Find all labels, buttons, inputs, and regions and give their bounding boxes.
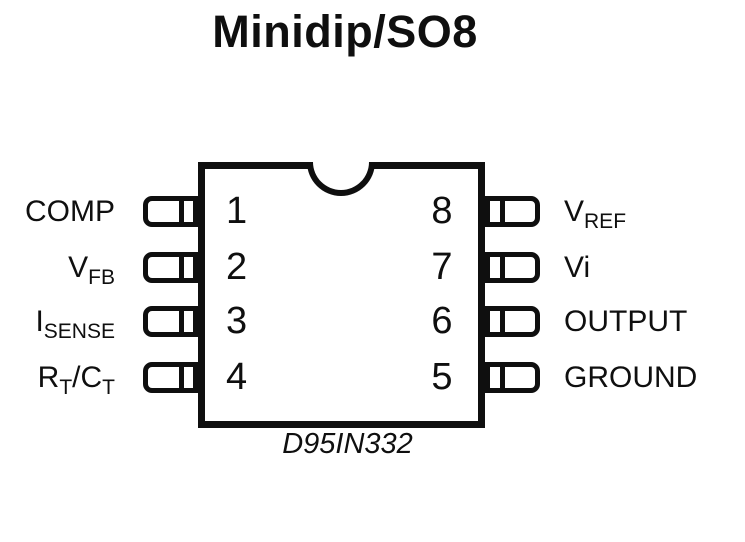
pin-lead-5 (485, 362, 540, 393)
pin-lead-8 (485, 196, 540, 227)
pin-divider (500, 201, 505, 222)
pin-number-7: 7 (431, 246, 453, 288)
figure-code: D95IN332 (282, 428, 413, 460)
pin-label-vi: Vi (564, 251, 591, 284)
pin-number-6: 6 (431, 300, 453, 342)
pin-number-8: 8 (431, 190, 453, 232)
pin-label-isense: ISENSE (35, 305, 115, 343)
pin-divider (500, 311, 505, 332)
pin-number-1: 1 (226, 190, 248, 232)
pin-divider (500, 367, 505, 388)
pin-lead-3 (143, 306, 198, 337)
pin-label-ground: GROUND (564, 361, 698, 394)
pin-label-comp: COMP (25, 195, 115, 228)
pin-label-output: OUTPUT (564, 305, 688, 338)
pin-lead-7 (485, 252, 540, 283)
pin-lead-6 (485, 306, 540, 337)
pin-label-vref: VREF (564, 195, 627, 233)
chip-body (198, 162, 485, 428)
pin-divider (179, 367, 184, 388)
pin-divider (179, 257, 184, 278)
pin-number-4: 4 (226, 356, 248, 398)
pin-lead-4 (143, 362, 198, 393)
pin-lead-1 (143, 196, 198, 227)
pin-number-2: 2 (226, 246, 248, 288)
pin-label-rtct: RT/CT (37, 361, 115, 399)
pin-divider (179, 201, 184, 222)
pin-label-vfb: VFB (68, 251, 115, 289)
pin-divider (179, 311, 184, 332)
pin-lead-2 (143, 252, 198, 283)
pin-divider (500, 257, 505, 278)
pin-number-3: 3 (226, 300, 248, 342)
pin-number-5: 5 (431, 356, 453, 398)
chip-notch (307, 162, 375, 196)
page-title: Minidip/SO8 (212, 6, 478, 57)
